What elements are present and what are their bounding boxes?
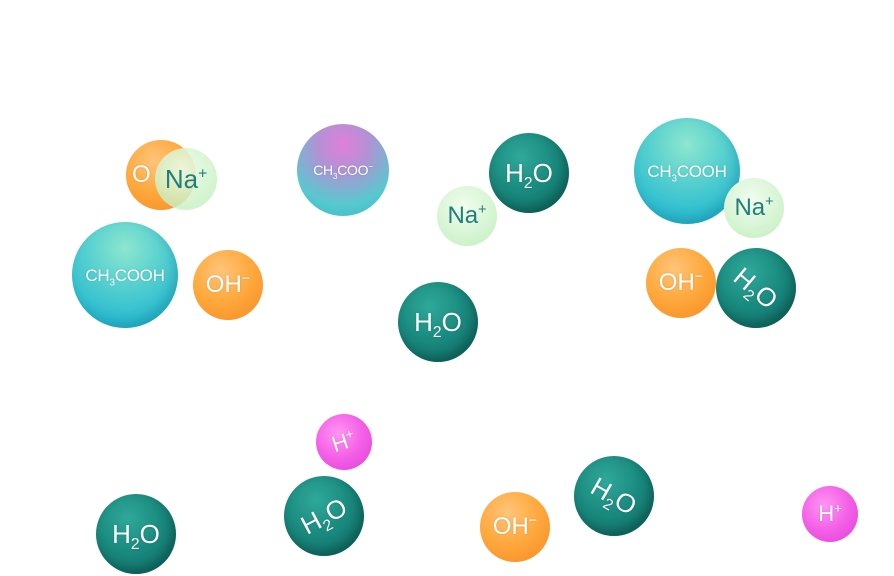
hydroxide-ion: OH− [480, 492, 550, 562]
sodium-ion: Na+ [724, 178, 784, 238]
water-molecule: H2O [96, 494, 176, 574]
water-molecule: H2O [574, 456, 654, 536]
water-molecule: H2O [398, 282, 478, 362]
water-molecule: H2O [284, 476, 364, 556]
hydroxide-partial-label: O [132, 161, 151, 188]
hydrogen-ion: H+ [316, 414, 372, 470]
acetic-acid-molecule: CH3COOH [634, 118, 740, 224]
hydrogen-ion: H+ [802, 486, 858, 542]
hydroxide-ion: OH− [646, 248, 716, 318]
acetate-label: CH3COO− [313, 161, 373, 181]
sodium-label: Na+ [164, 164, 208, 194]
hydroxide-label: OH− [658, 269, 704, 296]
acetic-acid-label: CH3COOH [85, 265, 165, 288]
water-label: H2O [585, 471, 643, 521]
sodium-ion: Na+ [155, 148, 217, 210]
sodium-label: Na+ [447, 202, 487, 229]
hydrogen-label: H+ [818, 500, 842, 526]
sodium-label: Na+ [734, 194, 774, 221]
water-molecule: H2O [716, 248, 796, 328]
acetic-acid-label: CH3COOH [647, 161, 727, 184]
water-label: H2O [295, 491, 353, 541]
hydroxide-label: OH− [492, 513, 538, 540]
water-label: H2O [728, 261, 784, 315]
water-label: H2O [505, 158, 553, 193]
hydrogen-label: H+ [328, 425, 356, 458]
water-label: H2O [112, 519, 160, 554]
sodium-ion: Na+ [437, 186, 497, 246]
water-molecule: H2O [489, 133, 569, 213]
water-label: H2O [414, 307, 462, 342]
hydroxide-ion: OH− [193, 250, 263, 320]
acetate-ion: CH3COO− [297, 124, 389, 216]
acetic-acid-molecule: CH3COOH [72, 222, 178, 328]
hydroxide-label: OH− [205, 271, 251, 298]
